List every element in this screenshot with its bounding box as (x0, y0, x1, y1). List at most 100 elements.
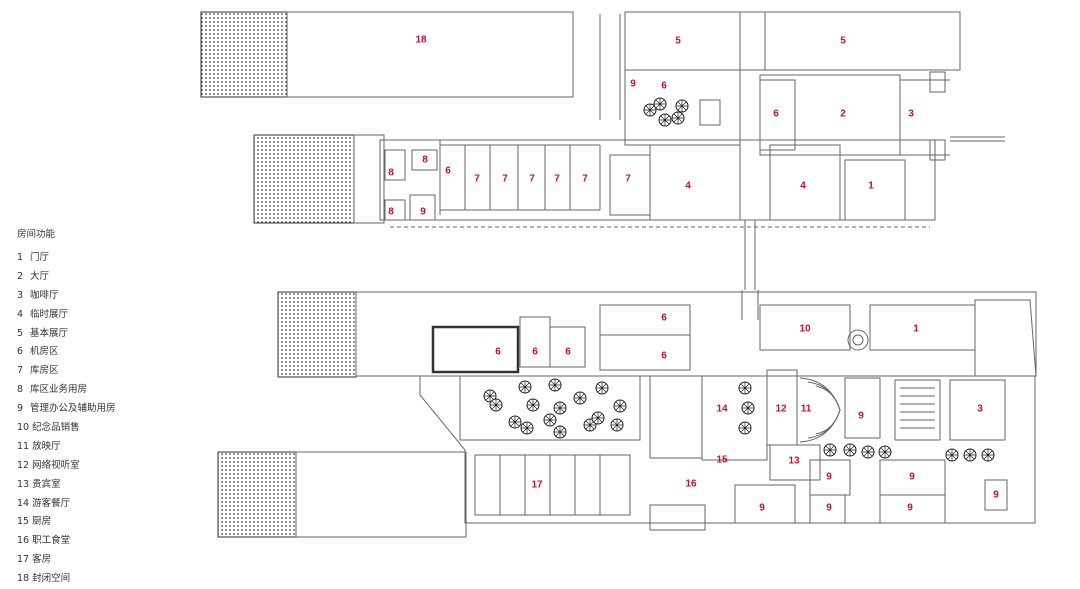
legend-item-label: 机房区 (30, 346, 59, 358)
legend-item-number: 7 (17, 365, 24, 377)
legend-item-label: 咖啡厅 (30, 289, 59, 301)
exhibition-hall-5 (624, 11, 961, 71)
lower-room-numbers: 6 6 6 6 6 10 1 14 12 11 9 3 15 13 9 9 16… (495, 313, 999, 514)
room-number: 1 (913, 324, 919, 335)
room-number: 6 (661, 313, 667, 324)
lower-floor-plan (217, 290, 1037, 538)
legend-item: 1 门厅 (17, 249, 116, 268)
room-number: 2 (840, 109, 846, 120)
room-number: 8 (388, 207, 394, 218)
legend-item-label: 贵宾室 (32, 478, 61, 490)
legend-item-label: 游客餐厅 (32, 497, 71, 509)
room-number: 15 (716, 455, 728, 466)
room-6-box (431, 325, 520, 374)
legend-item-label: 临时展厅 (30, 308, 69, 320)
room-number: 6 (445, 166, 451, 177)
room-number: 6 (565, 347, 571, 358)
room-number: 6 (495, 347, 501, 358)
legend-item-number: 1 (17, 252, 24, 263)
upper-room-numbers: 18 5 5 9 6 6 2 3 8 8 6 7 7 7 7 7 7 4 4 1… (388, 35, 914, 218)
legend-item-label: 厨房 (32, 516, 52, 528)
upper-floor-plan (200, 11, 1005, 290)
legend-item-number: 10 (17, 422, 30, 434)
legend-item-label: 库区业务用房 (30, 384, 88, 396)
room-number: 8 (422, 155, 428, 166)
hall-2 (759, 74, 901, 156)
room-number: 9 (826, 503, 832, 514)
legend-item: 6 机房区 (17, 343, 116, 362)
legend-item-number: 17 (17, 554, 30, 566)
legend-item-number: 9 (17, 403, 24, 415)
hatched-void-1 (200, 11, 288, 98)
legend-item-number: 6 (17, 346, 24, 358)
legend-item-number: 16 (17, 535, 30, 547)
room-number: 3 (908, 109, 914, 120)
room-number: 9 (909, 472, 915, 483)
room-number: 16 (685, 479, 697, 490)
room-number: 7 (554, 174, 560, 185)
legend-item-number: 13 (17, 478, 30, 490)
legend-item-label: 管理办公及辅助用房 (30, 403, 116, 415)
room-number: 7 (625, 174, 631, 185)
legend-item: 5 基本展厅 (17, 325, 116, 344)
room-number: 14 (716, 404, 728, 415)
room-number: 9 (907, 503, 913, 514)
legend-item-label: 门厅 (30, 252, 50, 263)
room-number: 18 (415, 35, 427, 46)
legend-item-number: 11 (17, 440, 30, 452)
hatched-void-2 (253, 134, 355, 224)
room-number: 11 (801, 404, 812, 415)
room-number: 5 (675, 36, 681, 47)
legend-item: 9 管理办公及辅助用房 (17, 400, 116, 419)
room-number: 5 (840, 36, 846, 47)
legend-item-label: 网络视听室 (32, 459, 80, 471)
upper-courtyard-trees (643, 97, 689, 127)
room-number: 6 (773, 109, 779, 120)
legend-item-label: 基本展厅 (30, 327, 69, 339)
room-number: 7 (474, 174, 480, 185)
room-number: 7 (502, 174, 508, 185)
legend-item-number: 14 (17, 497, 30, 509)
legend-item-number: 5 (17, 327, 24, 339)
hatched-void-4 (217, 451, 297, 538)
room-number: 4 (800, 181, 806, 192)
room-number: 9 (826, 472, 832, 483)
room-number: 9 (858, 411, 864, 422)
legend-item-label: 纪念品销售 (32, 422, 80, 434)
room-number: 10 (799, 324, 811, 335)
legend-item-label: 封闭空间 (32, 573, 71, 585)
legend-item-label: 放映厅 (32, 440, 61, 452)
legend-item-label: 职工食堂 (32, 535, 71, 547)
room-number: 6 (661, 351, 667, 362)
room-number: 13 (788, 456, 800, 467)
room-number: 6 (532, 347, 538, 358)
room-number: 9 (630, 79, 636, 90)
room-number: 17 (531, 480, 543, 491)
legend-item-number: 12 (17, 459, 30, 471)
room-number: 1 (868, 181, 874, 192)
legend-item-label: 库房区 (30, 365, 59, 377)
room-number: 7 (529, 174, 535, 185)
room-number: 8 (388, 168, 394, 179)
legend-item-number: 8 (17, 384, 24, 396)
room-number: 6 (661, 81, 667, 92)
legend-item: 8 库区业务用房 (17, 381, 116, 400)
room-number: 3 (977, 404, 983, 415)
legend-item: 7 库房区 (17, 362, 116, 381)
legend-item-label: 客房 (32, 554, 52, 566)
legend-item-label: 大厅 (30, 270, 50, 282)
legend-title: 房间功能 (17, 229, 56, 240)
